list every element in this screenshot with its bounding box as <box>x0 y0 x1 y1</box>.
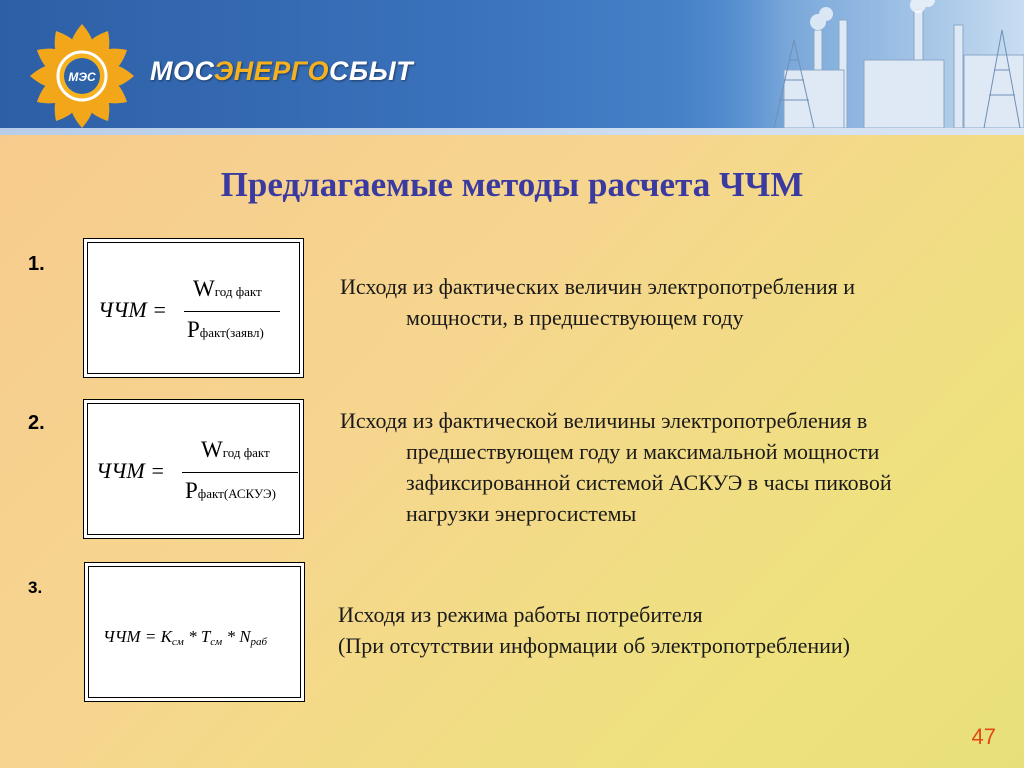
denominator-subscript: факт(АСКУЭ) <box>197 486 276 501</box>
description-line: мощности, в предшествующем году <box>406 305 744 330</box>
formula-numerator: Wгод факт <box>193 276 262 302</box>
denominator-subscript: факт(заявл) <box>199 325 264 340</box>
header-banner: МЭС МОСЭНЕРГОСБЫТ <box>0 0 1024 135</box>
method-2-description: Исходя из фактической величины электропо… <box>340 405 892 529</box>
method-2-number: 2. <box>28 412 45 434</box>
brand-part-mos: МОС <box>150 56 214 86</box>
formula-denominator: Pфакт(АСКУЭ) <box>185 478 276 504</box>
formula-denominator: Pфакт(заявл) <box>187 317 264 343</box>
formula-3-expression: ЧЧМ = Kсм * Tсм * Nраб <box>103 627 267 648</box>
numerator-subscript: год факт <box>214 284 262 299</box>
brand-name: МОСЭНЕРГОСБЫТ <box>150 56 413 87</box>
method-3-formula-box: ЧЧМ = Kсм * Tсм * Nраб <box>84 562 305 702</box>
factor-k: K <box>160 627 172 646</box>
factor-t: T <box>200 627 211 646</box>
formula-lhs: ЧЧМ = <box>98 297 167 322</box>
method-1-description: Исходя из фактических величин электропот… <box>340 271 855 333</box>
page-number: 47 <box>971 724 996 749</box>
method-3-description: Исходя из режима работы потребителя (При… <box>338 599 850 661</box>
factor-t-subscript: см <box>210 636 223 648</box>
factor-n-subscript: раб <box>250 636 268 648</box>
fraction-bar <box>182 472 298 473</box>
description-line: Исходя из режима работы потребителя <box>338 602 703 627</box>
brand-part-sbyt: СБЫТ <box>328 56 414 86</box>
slide-title: Предлагаемые методы расчета ЧЧМ <box>220 165 804 204</box>
description-line: зафиксированной системой АСКУЭ в часы пи… <box>406 470 892 495</box>
factor-k-subscript: см <box>171 636 184 648</box>
denominator-symbol: P <box>187 317 200 342</box>
numerator-subscript: год факт <box>222 445 270 460</box>
method-1-formula-box: ЧЧМ = Wгод факт Pфакт(заявл) <box>83 238 304 378</box>
formula-lhs: ЧЧМ = <box>96 458 165 483</box>
method-1-number: 1. <box>28 253 45 275</box>
fraction-bar <box>184 311 280 312</box>
power-plant-image <box>664 0 1024 128</box>
factor-n: N <box>239 627 251 646</box>
numerator-symbol: W <box>201 437 223 462</box>
multiply-sign: * <box>222 627 240 646</box>
brand-part-energo: ЭНЕРГО <box>213 56 329 86</box>
sun-logo-icon: МЭС <box>30 24 134 128</box>
description-line: нагрузки энергосистемы <box>406 501 637 526</box>
denominator-symbol: P <box>185 478 198 503</box>
description-line: Исходя из фактических величин электропот… <box>340 274 855 299</box>
method-2-formula-box: ЧЧМ = Wгод факт Pфакт(АСКУЭ) <box>83 399 304 539</box>
description-line: (При отсутствии информации об электропот… <box>338 633 851 658</box>
multiply-sign: * <box>183 627 201 646</box>
description-line: предшествующем году и максимальной мощно… <box>406 439 880 464</box>
logo-text: МЭС <box>68 70 96 84</box>
method-3-number: 3. <box>28 578 43 597</box>
header-divider <box>0 128 1024 135</box>
formula-numerator: Wгод факт <box>201 437 270 463</box>
description-line: Исходя из фактической величины электропо… <box>340 408 868 433</box>
numerator-symbol: W <box>193 276 215 301</box>
formula-lhs: ЧЧМ = <box>103 627 161 646</box>
